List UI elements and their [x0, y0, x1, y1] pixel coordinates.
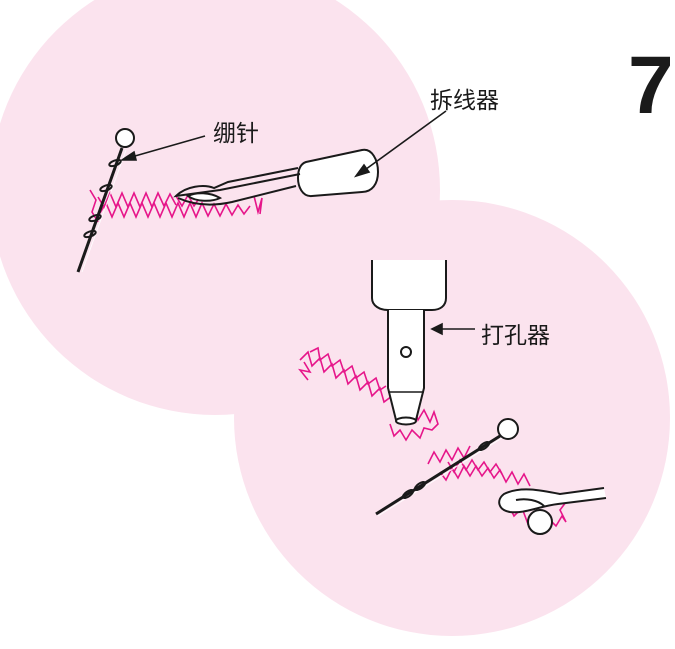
lower-circle-background [234, 200, 670, 636]
hole-punch-label: 打孔器 [481, 323, 550, 349]
lower-pin-illustration [375, 418, 519, 517]
hole-punch-illustration [371, 260, 447, 426]
lower-pointer-line [430, 322, 475, 336]
seam-ripper-label: 拆线器 [430, 88, 499, 114]
pin-label: 绷针 [213, 121, 259, 147]
pin-illustration [76, 128, 135, 273]
lower-seam-ripper-illustration [498, 487, 607, 535]
seam-ripper-illustration [173, 148, 380, 206]
step-number: 7 [628, 40, 674, 131]
upper-pointer-lines [119, 110, 447, 178]
